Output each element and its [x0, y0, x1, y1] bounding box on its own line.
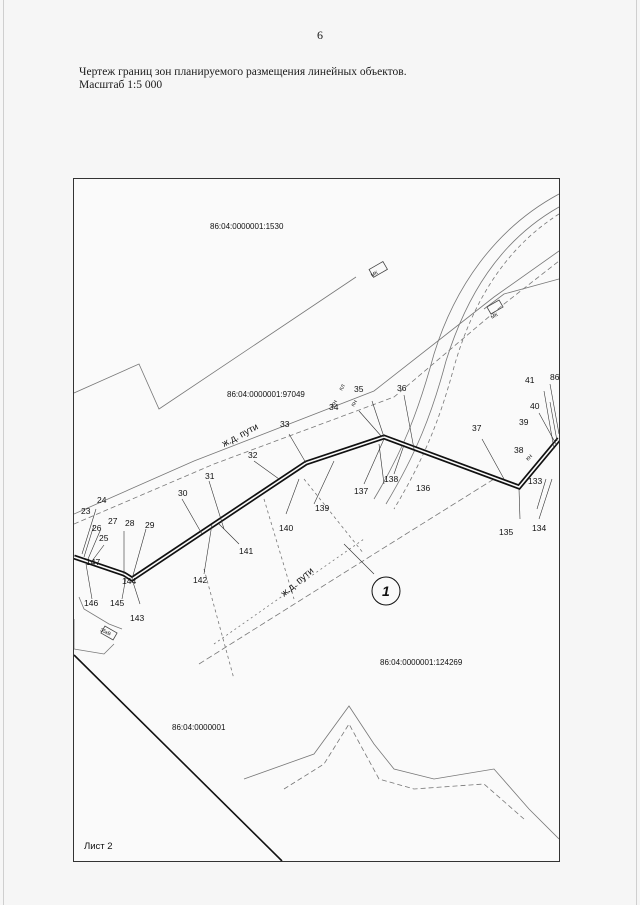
point-38[interactable]: 38 [514, 445, 524, 455]
drawing-scale: Масштаб 1:5 000 [79, 79, 163, 91]
road-outline-lower [243, 705, 559, 840]
point-144[interactable]: 144 [122, 576, 136, 586]
point-28[interactable]: 28 [125, 518, 135, 528]
structure-kn-right [486, 299, 504, 315]
point-29[interactable]: 29 [145, 520, 155, 530]
mark-kl: КЛ [339, 384, 347, 392]
zone-number: 1 [382, 583, 390, 599]
point-37[interactable]: 37 [472, 423, 482, 433]
point-25[interactable]: 25 [99, 533, 109, 543]
point-26[interactable]: 26 [92, 523, 102, 533]
point-41[interactable]: 41 [525, 375, 535, 385]
curved-track-2 [385, 206, 559, 505]
point-138[interactable]: 138 [384, 474, 398, 484]
mark-mk-2: МК [490, 312, 499, 321]
point-145[interactable]: 145 [110, 598, 124, 608]
cadastral-label-0001: 86:04:0000001 [172, 723, 226, 732]
scan-edge-left [3, 0, 4, 905]
drawing-heading: Чертеж границ зон планируемого размещени… [79, 66, 407, 92]
point-40[interactable]: 40 [530, 401, 540, 411]
rail-label-upper: ж.д. пути [220, 421, 260, 449]
point-30[interactable]: 30 [178, 488, 188, 498]
point-27[interactable]: 27 [108, 516, 118, 526]
rail-line-lower [198, 478, 495, 665]
structures [100, 260, 504, 641]
curved-track-1 [373, 193, 559, 500]
point-31[interactable]: 31 [205, 471, 215, 481]
cadastral-label-97049: 86:04:0000001:97049 [227, 390, 305, 399]
cadastral-label-124269: 86:04:0000001:124269 [380, 658, 463, 667]
point-133[interactable]: 133 [528, 476, 542, 486]
drawing-title: Чертеж границ зон планируемого размещени… [79, 66, 407, 78]
structure-mk [368, 260, 388, 278]
point-135[interactable]: 135 [499, 527, 513, 537]
feature-line-2 [203, 568, 235, 680]
district-boundary-line [74, 654, 283, 861]
mark-35kv: 35кВ [99, 627, 112, 637]
point-141[interactable]: 141 [239, 546, 253, 556]
point-33[interactable]: 33 [280, 419, 290, 429]
mark-kn-3: КН [525, 453, 534, 462]
map-canvas: 1 86:04:0000001:1530 86:04:0000001:97049… [74, 193, 559, 861]
road-outline-lower-2 [283, 723, 525, 820]
cadastral-label-1530: 86:04:0000001:1530 [210, 222, 284, 231]
point-147[interactable]: 147 [86, 557, 100, 567]
mark-kn-1: КН [331, 399, 340, 408]
curved-track-3 [393, 213, 559, 510]
road-outline-left [74, 596, 123, 655]
parcel-boundary-right [483, 278, 559, 310]
point-143[interactable]: 143 [130, 613, 144, 623]
point-35[interactable]: 35 [354, 384, 364, 394]
point-142[interactable]: 142 [193, 575, 207, 585]
structure-35kv [100, 625, 118, 641]
point-labels: 23 24 26 27 25 28 29 30 31 32 33 34 35 3… [81, 372, 559, 623]
point-86[interactable]: 86 [550, 372, 559, 382]
point-136[interactable]: 136 [416, 483, 430, 493]
parcel-boundary-upper [74, 276, 357, 410]
background-linework [74, 193, 559, 840]
point-23[interactable]: 23 [81, 506, 91, 516]
point-134[interactable]: 134 [532, 523, 546, 533]
zone-number-circle[interactable] [371, 576, 401, 606]
feature-line-3 [303, 478, 365, 555]
guide-line [213, 538, 365, 645]
mark-mk-1: МК [370, 270, 379, 279]
point-139[interactable]: 139 [315, 503, 329, 513]
map-frame[interactable]: 1 86:04:0000001:1530 86:04:0000001:97049… [73, 178, 560, 862]
point-36[interactable]: 36 [397, 383, 407, 393]
point-34[interactable]: 34 [329, 402, 339, 412]
point-137[interactable]: 137 [354, 486, 368, 496]
sheet-label: Лист 2 [84, 841, 113, 852]
rail-line-2 [74, 260, 559, 525]
page-number: 6 [317, 28, 323, 42]
scan-edge-right [636, 0, 637, 905]
leader-lines [81, 383, 559, 605]
point-32[interactable]: 32 [248, 450, 258, 460]
point-39[interactable]: 39 [519, 417, 529, 427]
point-140[interactable]: 140 [279, 523, 293, 533]
mark-kn-2: КН [351, 399, 360, 408]
rail-line-1 [74, 250, 559, 515]
point-146[interactable]: 146 [84, 598, 98, 608]
point-24[interactable]: 24 [97, 495, 107, 505]
